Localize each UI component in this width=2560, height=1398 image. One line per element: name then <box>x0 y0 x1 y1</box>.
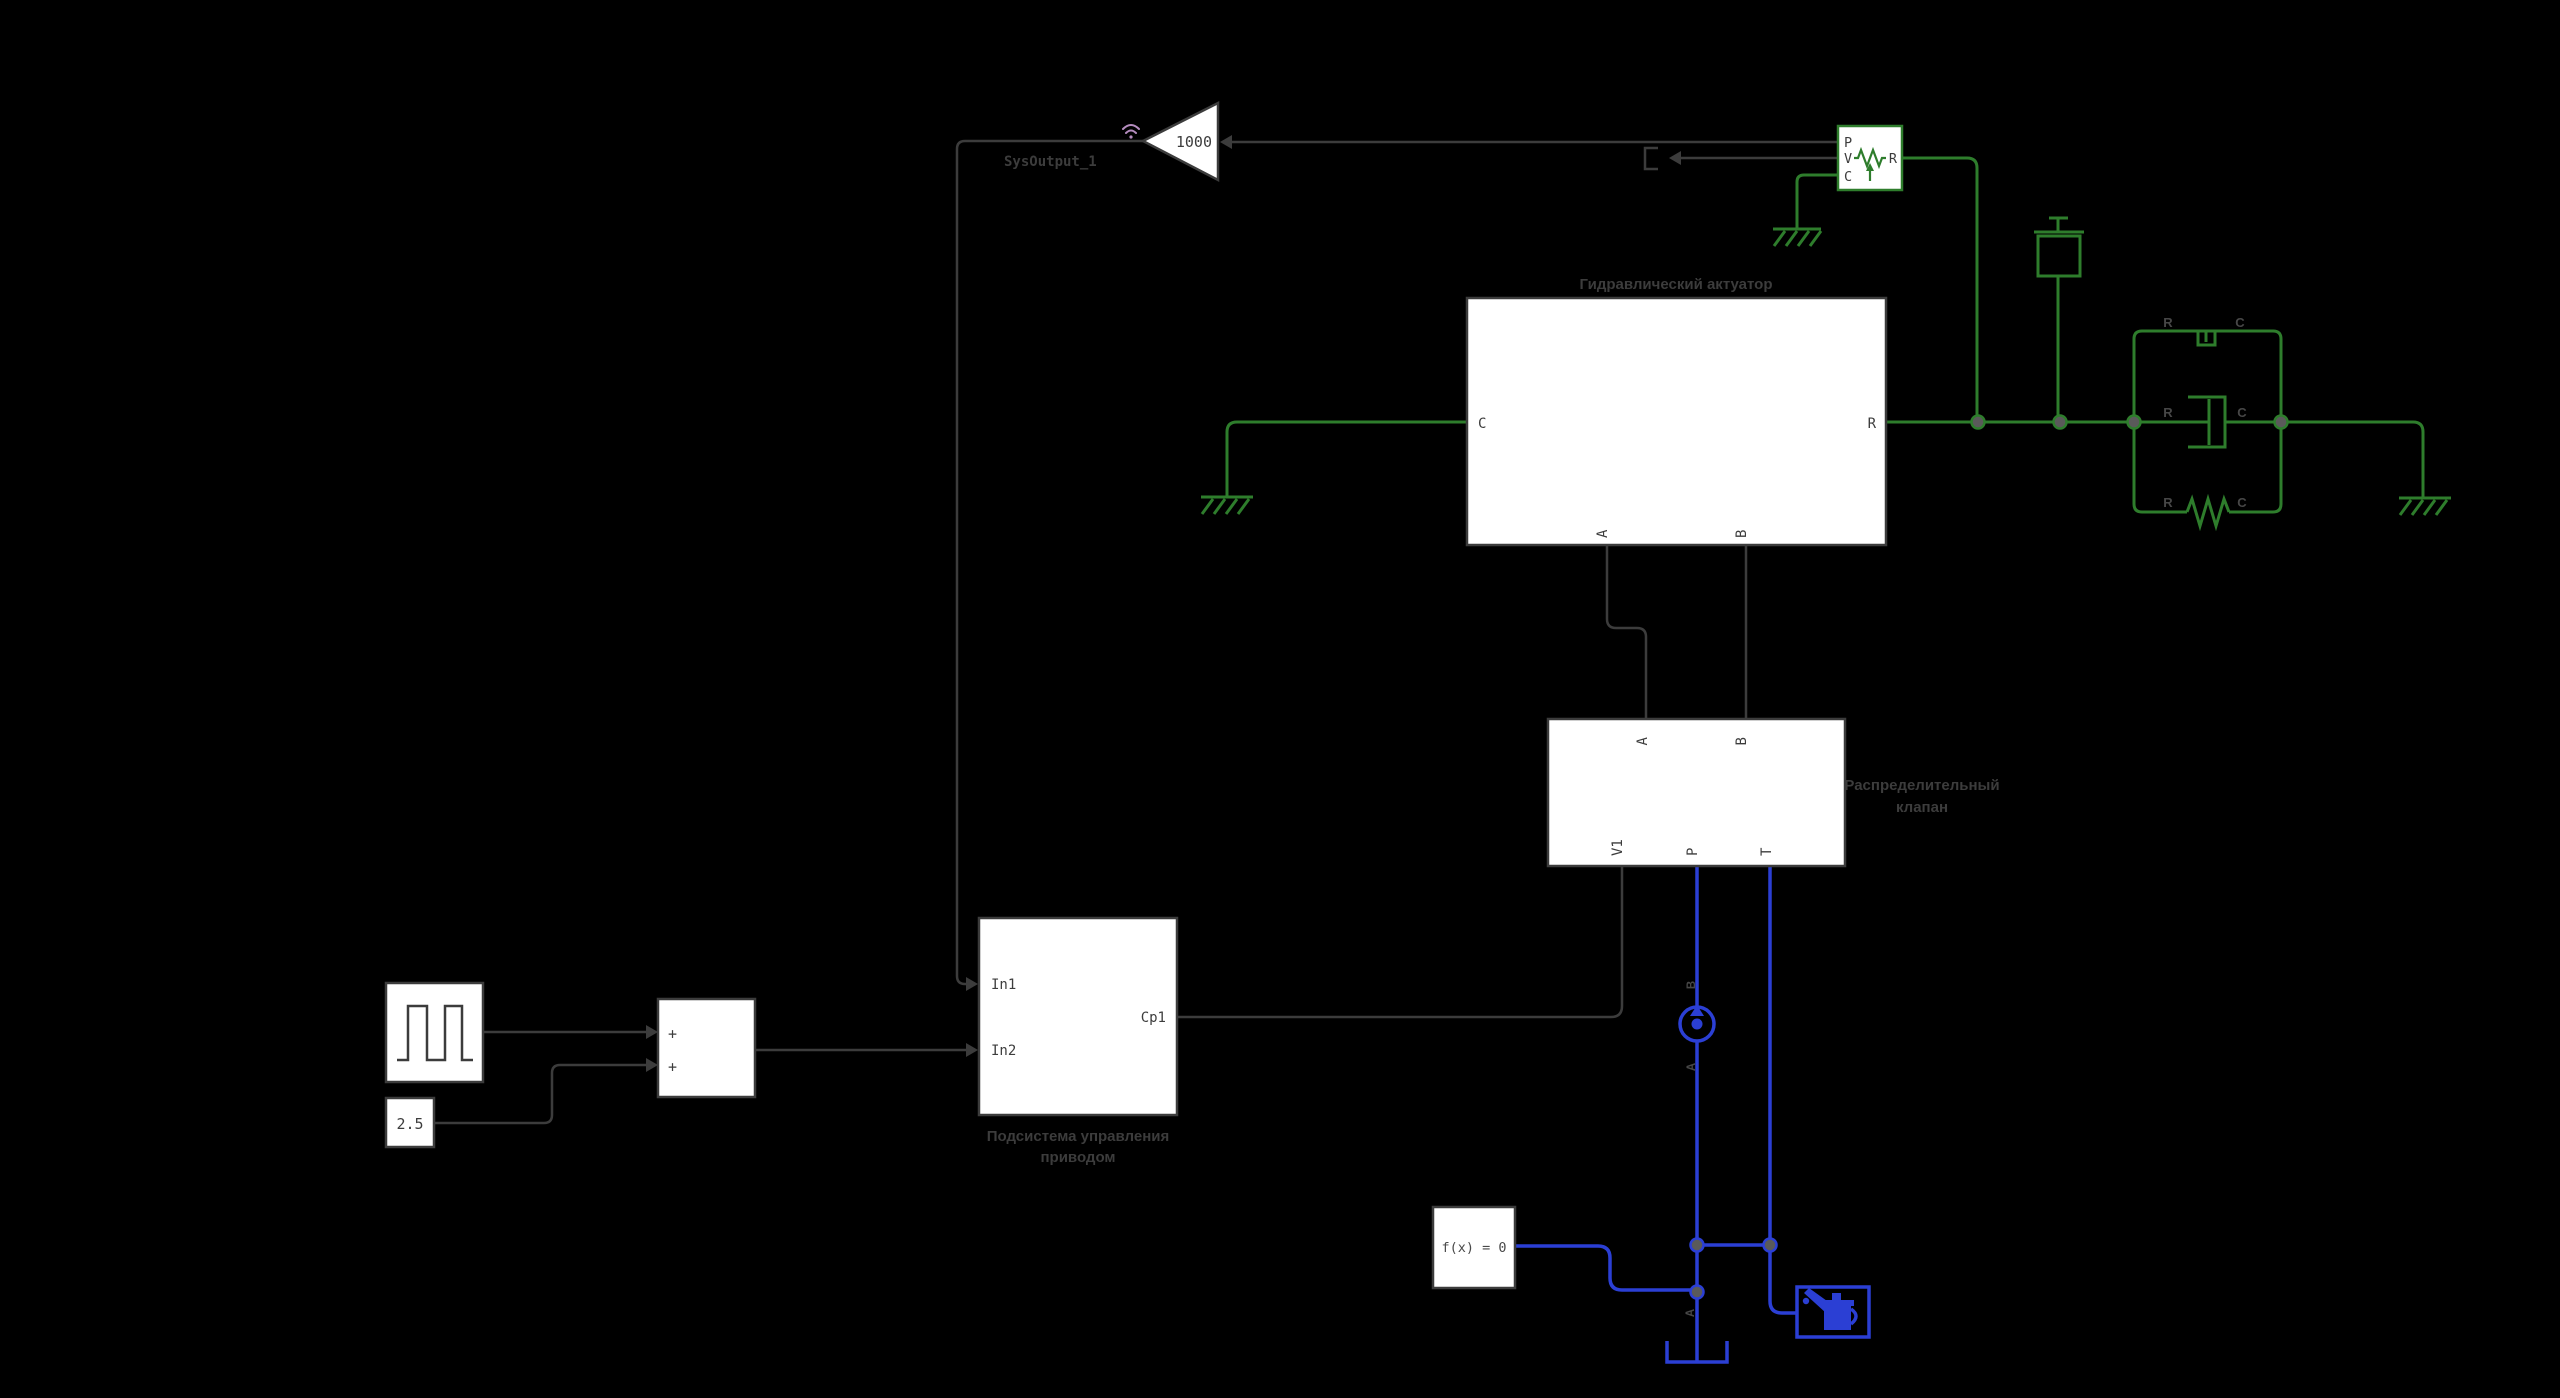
valve-port-v1: V1 <box>1610 839 1626 856</box>
signal-name-label[interactable]: SysOutput_1 <box>1004 154 1097 170</box>
subsystem-title-line2: приводом <box>1040 1149 1115 1166</box>
pulse-wave-icon <box>397 1004 473 1062</box>
gain-value: 1000 <box>1176 133 1212 151</box>
sum-plus1: + <box>668 1025 677 1043</box>
mechanical-network: R C R C R C <box>1200 156 2451 532</box>
subsystem-port-in2: In2 <box>991 1043 1016 1059</box>
arrowhead-in1 <box>966 977 978 991</box>
sum-plus2: + <box>668 1058 677 1076</box>
hydro-sensor-port-a: A <box>1686 1063 1698 1071</box>
actuator-port-c: C <box>1478 416 1486 432</box>
wire-gain-to-in1[interactable] <box>955 139 1143 986</box>
subsystem-title-line1: Подсистема управления <box>987 1128 1170 1145</box>
wire-actuator-a-to-valve[interactable] <box>1605 545 1648 719</box>
ground-sensor[interactable] <box>1772 227 1823 247</box>
tank-block[interactable] <box>1665 1341 1729 1364</box>
position-sensor-block[interactable]: P V C R <box>1836 124 1904 192</box>
constant-block[interactable]: 2.5 <box>384 1096 436 1149</box>
spring-icon[interactable] <box>2185 493 2231 532</box>
sensor-port-p: P <box>1844 135 1852 151</box>
hardstop-port-c: C <box>2235 315 2245 330</box>
gain-block[interactable]: 1000 <box>1140 100 1220 183</box>
junction-loop-left <box>2126 414 2142 430</box>
damper-port-r: R <box>2163 405 2173 420</box>
sensor-port-v: V <box>1844 151 1852 167</box>
oil-can-icon <box>1802 1288 1858 1330</box>
wire-constant-to-sum[interactable] <box>434 1063 646 1125</box>
arrowhead-sum-in2 <box>646 1058 658 1072</box>
subsystem-port-cp1: Cp1 <box>1141 1010 1166 1026</box>
solver-configuration-block[interactable]: f(x) = 0 <box>1431 1205 1517 1290</box>
open-end-bracket <box>1643 146 1658 171</box>
sum-block[interactable]: + + <box>656 997 757 1099</box>
actuator-title: Гидравлический актуатор <box>1580 276 1773 293</box>
hydraulic-actuator-block[interactable]: C R A B <box>1465 296 1888 547</box>
junction-p-cross <box>1689 1237 1705 1253</box>
ground-actuator-c[interactable] <box>1200 495 1253 515</box>
constant-value: 2.5 <box>396 1115 423 1133</box>
junction-solver <box>1689 1284 1705 1300</box>
junction-sensor-r <box>1970 414 1986 430</box>
tank-port-a: A <box>1685 1309 1697 1317</box>
wire-actuator-c-to-ground[interactable] <box>1225 420 1467 496</box>
hydraulic-sensor-block[interactable] <box>1678 1005 1716 1043</box>
spring-port-r: R <box>2163 495 2173 510</box>
wire-cp1-to-valve-v1[interactable] <box>1177 866 1624 1019</box>
ground-right[interactable] <box>2398 496 2451 516</box>
valve-port-p: P <box>1685 848 1701 856</box>
sensor-port-c: C <box>1844 169 1852 185</box>
junction-mass <box>2052 414 2068 430</box>
arrowhead-v-line <box>1669 151 1681 165</box>
hydro-sensor-port-b: B <box>1686 981 1698 989</box>
hydraulic-fluid-block[interactable] <box>1795 1285 1871 1339</box>
signal-logging-badge-icon <box>1122 124 1140 139</box>
potentiometer-icon <box>1854 146 1886 181</box>
hardstop-icon[interactable] <box>2196 331 2217 347</box>
hydraulic-network: B A A <box>1515 866 1871 1364</box>
signal-wires <box>434 135 1838 1125</box>
wire-loop-bottom-branch[interactable] <box>2132 422 2187 514</box>
actuator-port-a: A <box>1595 529 1611 538</box>
subsystem-port-in1: In1 <box>991 977 1016 993</box>
wire-sensor-c-to-ground[interactable] <box>1795 173 1838 228</box>
valve-port-t: T <box>1759 847 1775 856</box>
pulse-generator-block[interactable] <box>384 981 485 1084</box>
hardstop-port-r: R <box>2163 315 2173 330</box>
sensor-port-r: R <box>1889 151 1898 167</box>
mass-block[interactable] <box>2034 216 2084 278</box>
valve-port-a: A <box>1635 736 1651 745</box>
wire-spring-to-node[interactable] <box>2229 503 2283 514</box>
arrowhead-gain-input <box>1220 135 1232 149</box>
arrowhead-sum-in1 <box>646 1025 658 1039</box>
actuator-port-r: R <box>1868 416 1877 432</box>
control-subsystem-block[interactable]: In1 In2 Cp1 <box>977 916 1179 1117</box>
junction-loop-right <box>2273 414 2289 430</box>
damper-icon[interactable] <box>2188 395 2227 449</box>
wire-sensor-r-to-mainline[interactable] <box>1902 156 1979 422</box>
arrowhead-in2 <box>966 1043 978 1057</box>
valve-port-b: B <box>1734 737 1750 745</box>
solver-label: f(x) = 0 <box>1441 1240 1506 1256</box>
spring-port-c: C <box>2237 495 2247 510</box>
valve-title-line1: Распределительный <box>1844 777 1999 794</box>
valve-title-line2: клапан <box>1896 799 1948 816</box>
wire-solver-out[interactable] <box>1515 1244 1697 1292</box>
actuator-port-b: B <box>1734 530 1750 538</box>
directional-valve-block[interactable]: A B V1 P T <box>1546 717 1847 868</box>
damper-port-c: C <box>2237 405 2247 420</box>
wire-valve-t-down[interactable] <box>1768 866 1797 1315</box>
wire-mainline-to-ground[interactable] <box>2225 420 2425 497</box>
junction-t-cross <box>1762 1237 1778 1253</box>
